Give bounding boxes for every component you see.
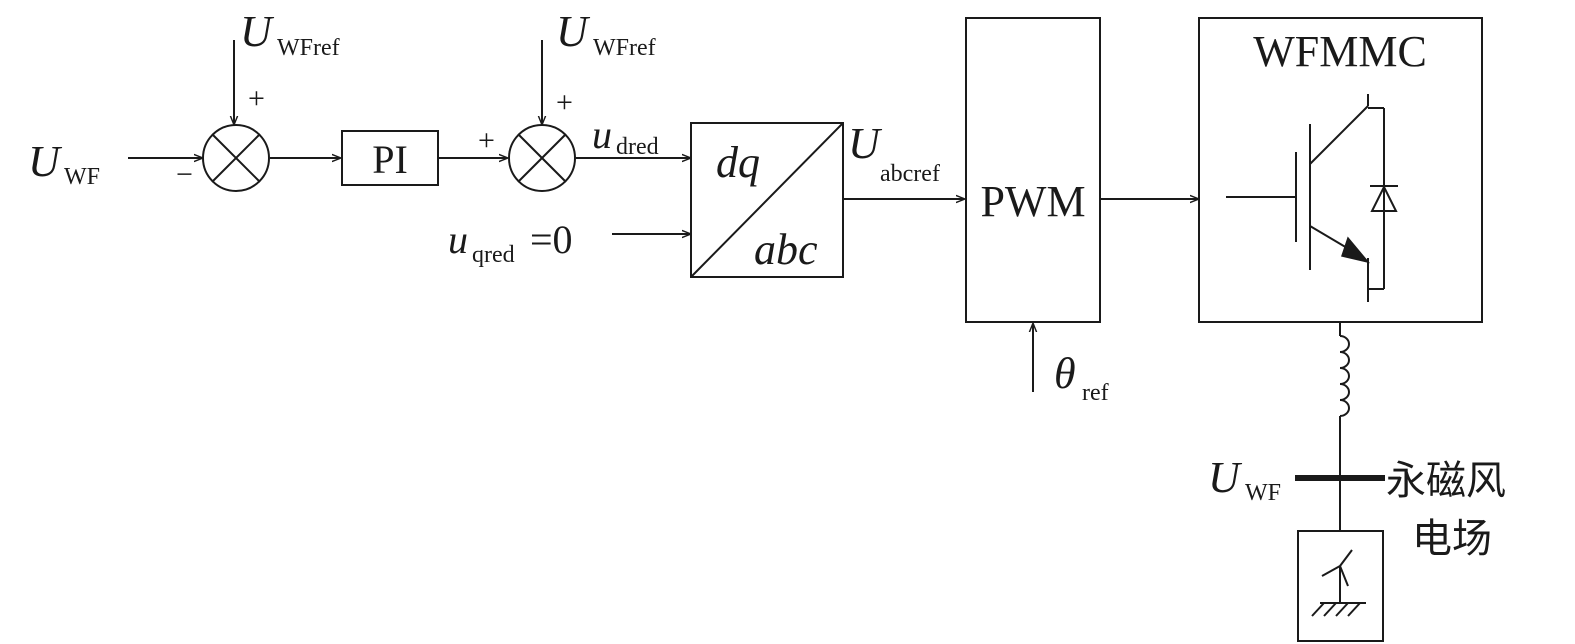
wind-farm-label-line2: 电场: [1412, 516, 1492, 562]
wfmmc-label: WFMMC: [1253, 27, 1427, 76]
input-uwf-label: U: [28, 137, 63, 186]
input-uwf-subscript: WF: [64, 164, 100, 190]
inductor-coil: [1339, 335, 1350, 417]
dq-abc-transform-block: dq abc: [690, 122, 844, 278]
igbt-diode-symbol: [1226, 94, 1398, 302]
uqred-subscript: qred: [472, 242, 515, 268]
summing-junction-2: [508, 124, 576, 192]
bus-uwf-label: U: [1208, 453, 1243, 502]
summing-junction-1: [202, 124, 270, 192]
sum1-ref-subscript: WFref: [277, 35, 340, 61]
dq-label: dq: [716, 138, 760, 187]
sum1-ref-label: U: [240, 7, 275, 56]
pi-label: PI: [372, 137, 408, 182]
pi-controller-block: PI: [341, 130, 439, 186]
udred-subscript: dred: [616, 134, 659, 160]
uabcref-subscript: abcref: [880, 161, 940, 187]
sum1-plus-sign: +: [248, 82, 265, 115]
sum1-minus-sign: −: [176, 158, 193, 191]
uqred-value: =0: [530, 217, 573, 262]
theta-label: θ: [1054, 349, 1076, 398]
sum2-ref-label: U: [556, 7, 591, 56]
theta-subscript: ref: [1082, 380, 1109, 406]
sum2-left-plus-sign: +: [478, 124, 495, 157]
wind-farm-symbol: [1297, 530, 1384, 642]
uabcref-label: U: [848, 119, 883, 168]
wind-farm-label-line1: 永磁风: [1386, 458, 1506, 504]
uqred-label: u: [448, 217, 468, 262]
sum2-top-plus-sign: +: [556, 86, 573, 119]
sum2-ref-subscript: WFref: [593, 35, 656, 61]
bus-uwf-subscript: WF: [1245, 480, 1281, 506]
abc-label: abc: [754, 225, 818, 274]
pwm-block: PWM: [965, 17, 1101, 323]
pwm-label: PWM: [980, 177, 1085, 226]
wfmmc-converter-block: WFMMC: [1198, 17, 1483, 323]
udred-label: u: [592, 112, 612, 157]
